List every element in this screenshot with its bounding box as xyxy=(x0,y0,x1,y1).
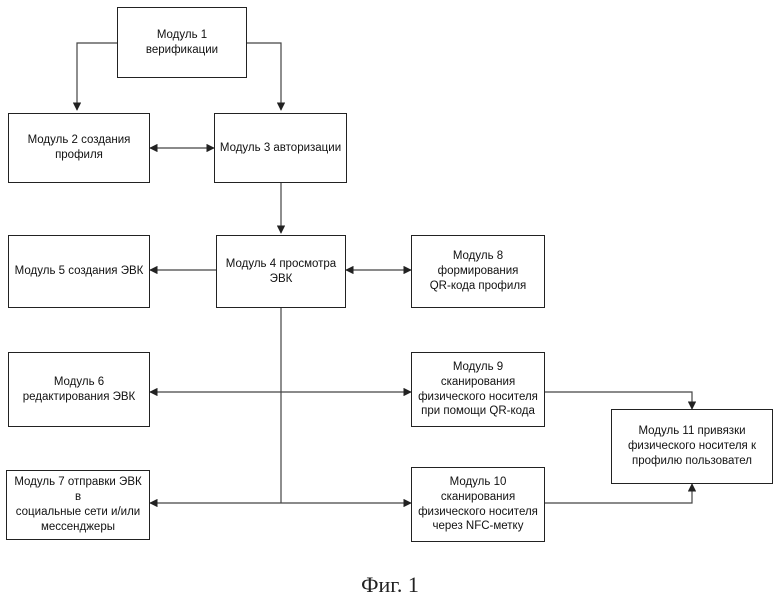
module-5-label: Модуль 5 создания ЭВК xyxy=(15,264,144,279)
arrow-m1-m3 xyxy=(247,43,281,110)
module-10-label: Модуль 10 сканирования физического носит… xyxy=(416,475,540,535)
module-7-box: Модуль 7 отправки ЭВК в социальные сети … xyxy=(6,470,150,540)
module-5-box: Модуль 5 создания ЭВК xyxy=(8,235,150,308)
module-2-box: Модуль 2 создания профиля xyxy=(8,113,150,183)
module-1-box: Модуль 1 верификации xyxy=(117,7,247,78)
module-4-box: Модуль 4 просмотра ЭВК xyxy=(216,235,346,308)
module-9-label: Модуль 9 сканирования физического носите… xyxy=(416,360,540,420)
arrow-m1-m2 xyxy=(77,43,117,110)
module-8-box: Модуль 8 формирования QR-кода профиля xyxy=(411,235,545,308)
module-10-box: Модуль 10 сканирования физического носит… xyxy=(411,467,545,542)
figure-caption: Фиг. 1 xyxy=(300,572,480,598)
module-6-label: Модуль 6 редактирования ЭВК xyxy=(23,375,136,405)
arrow-m10-m11 xyxy=(545,484,692,503)
arrow-m9-m11 xyxy=(545,392,692,409)
module-3-box: Модуль 3 авторизации xyxy=(214,113,347,183)
module-1-label: Модуль 1 верификации xyxy=(146,28,218,58)
module-9-box: Модуль 9 сканирования физического носите… xyxy=(411,352,545,427)
module-6-box: Модуль 6 редактирования ЭВК xyxy=(8,352,150,427)
module-11-label: Модуль 11 привязки физического носителя … xyxy=(628,424,756,469)
module-4-label: Модуль 4 просмотра ЭВК xyxy=(226,257,336,287)
module-2-label: Модуль 2 создания профиля xyxy=(28,133,131,163)
module-3-label: Модуль 3 авторизации xyxy=(220,141,341,156)
module-11-box: Модуль 11 привязки физического носителя … xyxy=(611,409,773,484)
module-7-label: Модуль 7 отправки ЭВК в социальные сети … xyxy=(11,475,145,535)
module-8-label: Модуль 8 формирования QR-кода профиля xyxy=(416,249,540,294)
